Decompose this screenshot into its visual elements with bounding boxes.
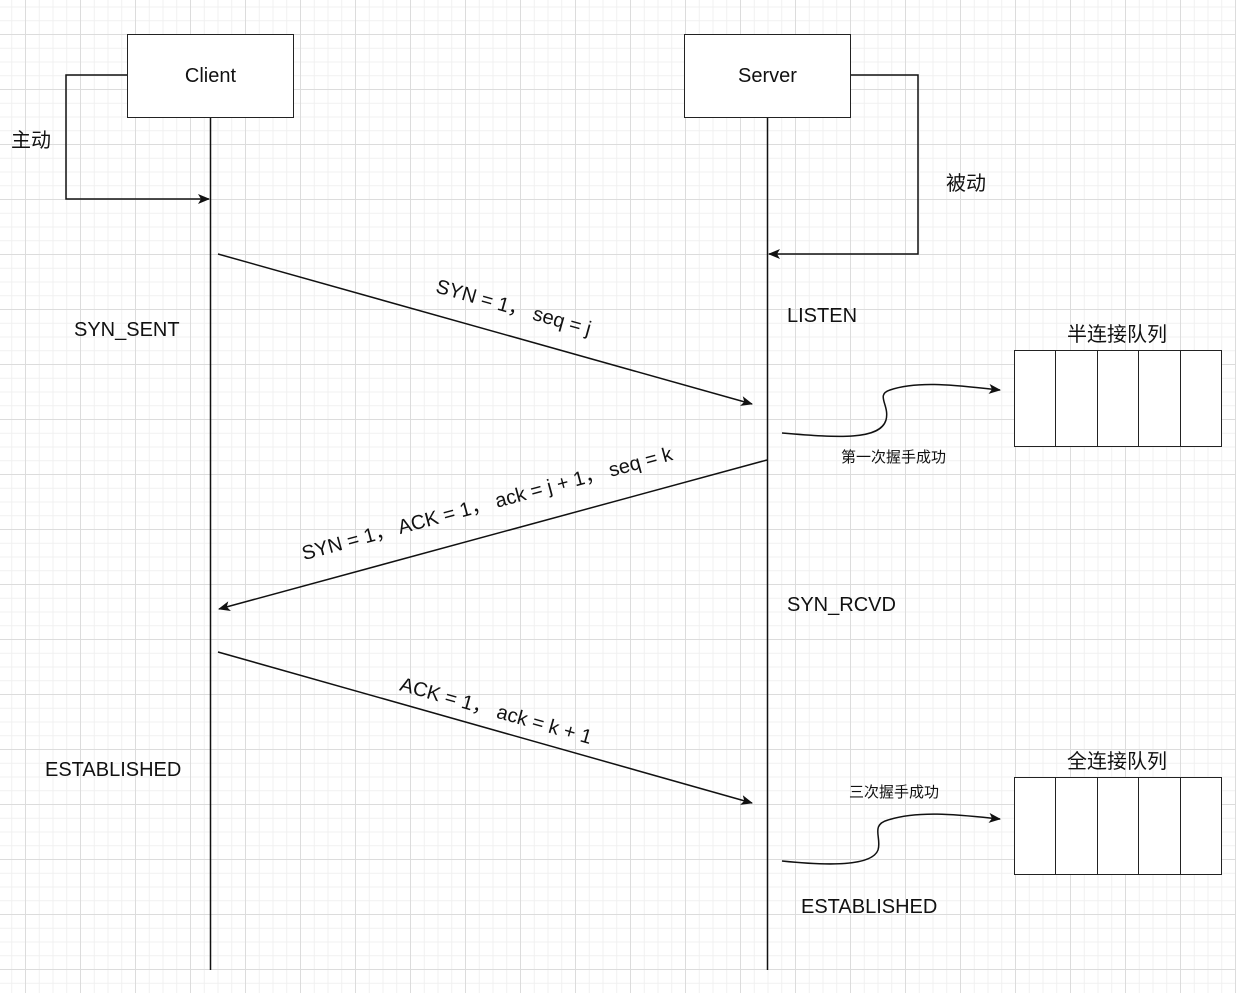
active-label: 主动 bbox=[11, 130, 51, 152]
full-connection-queue bbox=[1014, 777, 1222, 875]
queue-slot bbox=[1139, 778, 1181, 874]
half-connection-queue bbox=[1014, 350, 1222, 447]
half-queue-title: 半连接队列 bbox=[1067, 324, 1167, 346]
full-queue-trigger: 三次握手成功 bbox=[849, 784, 940, 801]
server-box: Server bbox=[684, 34, 851, 118]
server-state-syn-rcvd: SYN_RCVD bbox=[787, 594, 896, 616]
full-queue-arrow bbox=[781, 812, 1001, 865]
server-state-established: ESTABLISHED bbox=[801, 896, 938, 918]
queue-slot bbox=[1056, 778, 1098, 874]
syn-ack-arrow bbox=[218, 459, 768, 611]
ack-arrow bbox=[217, 651, 753, 805]
client-state-syn-sent: SYN_SENT bbox=[74, 319, 180, 341]
half-queue-arrow bbox=[781, 383, 1001, 438]
active-loop-arrow bbox=[65, 74, 210, 204]
passive-label: 被动 bbox=[946, 173, 986, 195]
client-box: Client bbox=[127, 34, 294, 118]
queue-slot bbox=[1098, 351, 1140, 446]
queue-slot bbox=[1015, 778, 1057, 874]
syn-arrow bbox=[217, 253, 753, 406]
queue-slot bbox=[1181, 351, 1221, 446]
queue-slot bbox=[1139, 351, 1181, 446]
queue-slot bbox=[1098, 778, 1140, 874]
passive-loop-arrow bbox=[768, 74, 919, 259]
half-queue-trigger: 第一次握手成功 bbox=[841, 449, 947, 466]
queue-slot bbox=[1181, 778, 1221, 874]
queue-slot bbox=[1015, 351, 1057, 446]
client-label: Client bbox=[184, 64, 237, 87]
full-queue-title: 全连接队列 bbox=[1067, 751, 1167, 773]
server-label: Server bbox=[738, 64, 797, 87]
queue-slot bbox=[1056, 351, 1098, 446]
client-state-established: ESTABLISHED bbox=[45, 759, 182, 781]
server-state-listen: LISTEN bbox=[787, 305, 858, 327]
